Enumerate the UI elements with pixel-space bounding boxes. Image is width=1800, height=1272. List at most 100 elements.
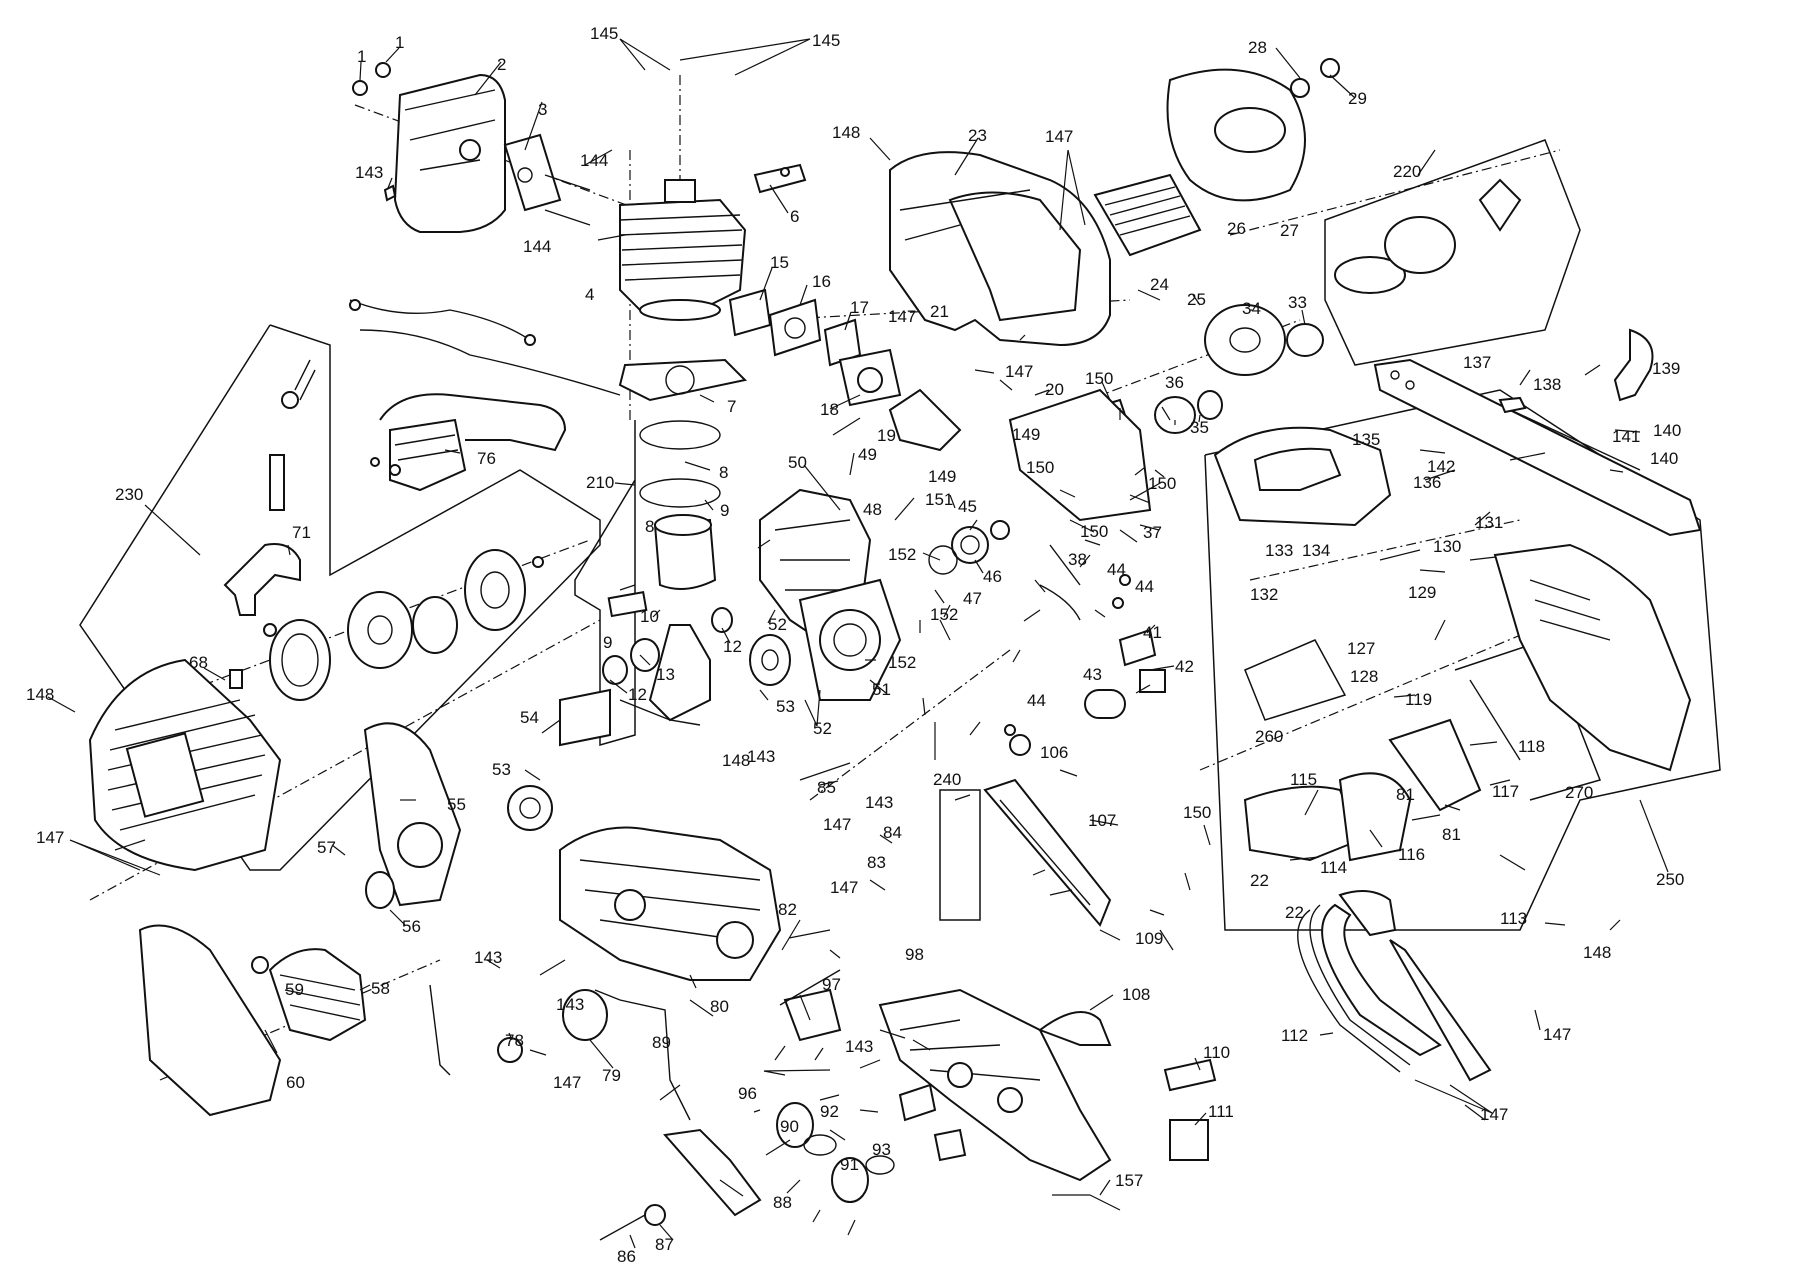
group-210-piston-outline	[574, 420, 636, 746]
callout-44: 44	[1027, 691, 1046, 710]
callout-140: 140	[1650, 449, 1678, 468]
callout-147: 147	[553, 1073, 581, 1092]
oil-pump-parts	[928, 388, 1166, 756]
callout-149: 149	[1012, 425, 1040, 444]
callout-90: 90	[780, 1117, 799, 1136]
callout-68: 68	[189, 653, 208, 672]
piston-assembly	[602, 420, 733, 726]
callout-143: 143	[865, 793, 893, 812]
callout-143: 143	[747, 747, 775, 766]
callout-92: 92	[820, 1102, 839, 1121]
callout-29: 29	[1348, 89, 1367, 108]
ignition-module	[349, 299, 621, 492]
callout-145: 145	[812, 31, 840, 50]
callout-144: 144	[523, 237, 551, 256]
crankcase	[559, 488, 902, 747]
callout-139: 139	[1652, 359, 1680, 378]
callout-147: 147	[36, 828, 64, 847]
callout-48: 48	[863, 500, 882, 519]
callout-38: 38	[1068, 550, 1087, 569]
callout-55: 55	[447, 795, 466, 814]
callout-26: 26	[1227, 219, 1246, 238]
callout-9: 9	[603, 633, 612, 652]
callout-147: 147	[1005, 362, 1033, 381]
callout-143: 143	[474, 948, 502, 967]
group-250-brake-outline	[1204, 389, 1721, 931]
callout-91: 91	[840, 1155, 859, 1174]
callout-15: 15	[770, 253, 789, 272]
callout-131: 131	[1475, 513, 1503, 532]
callout-86: 86	[617, 1247, 636, 1266]
side-cover	[1213, 426, 1692, 862]
callout-53: 53	[492, 760, 511, 779]
callout-149: 149	[928, 467, 956, 486]
callout-147: 147	[830, 878, 858, 897]
callout-44: 44	[1107, 560, 1126, 579]
guide-bar	[1373, 328, 1702, 537]
callout-117: 117	[1492, 782, 1519, 801]
callout-8: 8	[719, 463, 728, 482]
callout-143: 143	[355, 163, 383, 182]
callout-8: 8	[645, 517, 654, 536]
callout-144: 144	[580, 151, 608, 170]
callout-111: 111	[1208, 1102, 1234, 1121]
callout-127: 127	[1347, 639, 1375, 658]
callout-132: 132	[1250, 585, 1278, 604]
callout-143: 143	[845, 1037, 873, 1056]
callout-52: 52	[813, 719, 832, 738]
group-240-outline	[939, 789, 981, 921]
callout-107: 107	[1088, 811, 1116, 830]
callout-36: 36	[1165, 373, 1184, 392]
callout-240: 240	[933, 770, 961, 789]
callout-115: 115	[1290, 770, 1317, 789]
callout-22: 22	[1250, 871, 1269, 890]
callout-147: 147	[823, 815, 851, 834]
callout-19: 19	[877, 426, 896, 445]
callout-51: 51	[872, 680, 891, 699]
callout-43: 43	[1083, 665, 1102, 684]
callout-84: 84	[883, 823, 902, 842]
callout-147: 147	[1045, 127, 1073, 146]
callout-37: 37	[1143, 523, 1162, 542]
muffler-assembly	[352, 62, 591, 233]
callout-96: 96	[738, 1084, 757, 1103]
callout-33: 33	[1288, 293, 1307, 312]
callout-44: 44	[1135, 577, 1154, 596]
callout-150: 150	[1148, 474, 1176, 493]
callout-34: 34	[1242, 299, 1261, 318]
callout-42: 42	[1175, 657, 1194, 676]
callout-147: 147	[1543, 1025, 1571, 1044]
callout-83: 83	[867, 853, 886, 872]
throttle-parts	[429, 969, 1217, 1241]
top-cover	[889, 58, 1340, 347]
fan-housing	[138, 722, 782, 1117]
callout-140: 140	[1653, 421, 1681, 440]
callout-18: 18	[820, 400, 839, 419]
callout-12: 12	[723, 637, 742, 656]
callout-270: 270	[1565, 783, 1593, 802]
callout-141: 141	[1612, 427, 1640, 446]
callout-87: 87	[655, 1235, 674, 1254]
callout-113: 113	[1500, 909, 1527, 928]
callout-150: 150	[1026, 458, 1054, 477]
callout-142: 142	[1427, 457, 1455, 476]
callout-145: 145	[590, 24, 618, 43]
callout-133: 133	[1265, 541, 1293, 560]
callout-220: 220	[1393, 162, 1421, 181]
callout-79: 79	[602, 1066, 621, 1085]
callout-250: 250	[1656, 870, 1684, 889]
callout-labels: 1 1 2 3 4 6 7 8 8 9 9 10 12 12 13 15 16 …	[26, 24, 1684, 1266]
callout-2: 2	[497, 55, 506, 74]
callout-148: 148	[1583, 943, 1611, 962]
callout-152: 152	[888, 653, 916, 672]
callout-143: 143	[556, 995, 584, 1014]
callout-58: 58	[371, 979, 390, 998]
callout-53: 53	[776, 697, 795, 716]
callout-135: 135	[1352, 430, 1380, 449]
callout-138: 138	[1533, 375, 1561, 394]
callout-81: 81	[1442, 825, 1461, 844]
callout-118: 118	[1518, 737, 1545, 756]
callout-116: 116	[1398, 845, 1425, 864]
callout-119: 119	[1405, 690, 1432, 709]
